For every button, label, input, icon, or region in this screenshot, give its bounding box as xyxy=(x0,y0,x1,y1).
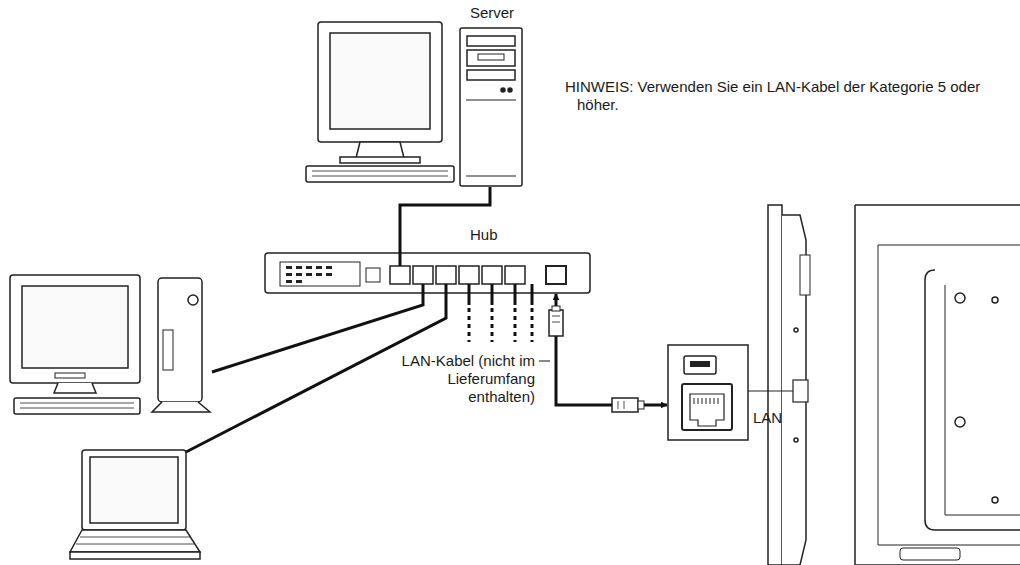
hub-port-cable xyxy=(399,226,402,266)
server-tower xyxy=(460,28,522,186)
server-monitor xyxy=(306,22,454,182)
server-box: Server xyxy=(455,4,529,187)
port-inset xyxy=(668,345,793,440)
cable xyxy=(556,294,667,405)
lan-plug xyxy=(612,398,644,412)
free-port-lines xyxy=(469,284,532,342)
laptop xyxy=(70,450,200,559)
display-side xyxy=(768,205,810,565)
pc-cable xyxy=(212,284,423,372)
desktop-pc xyxy=(10,275,210,414)
lan-plug xyxy=(549,306,563,336)
note-text: HINWEIS: Verwenden Sie ein LAN-Kabel der… xyxy=(565,78,1005,114)
cable-label: LAN-Kabel (nicht im Lieferumfang enthalt… xyxy=(395,352,535,406)
cable xyxy=(400,187,490,226)
leader-line xyxy=(539,361,550,362)
hub-box: Hub xyxy=(265,226,594,293)
hub xyxy=(265,253,590,293)
display-back xyxy=(855,205,1020,565)
node-label: LAN xyxy=(668,345,786,427)
node-label: Server xyxy=(455,4,529,22)
node-label: Hub xyxy=(265,226,594,244)
lan-port-box: LAN xyxy=(668,345,786,440)
